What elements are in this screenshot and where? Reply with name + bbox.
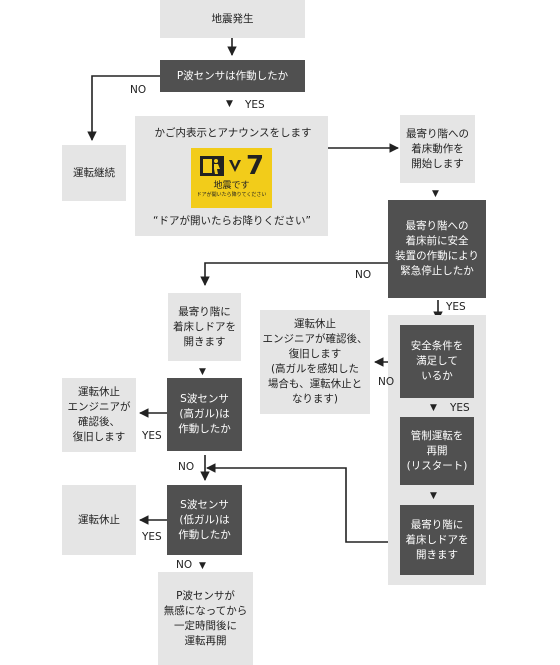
s-wave-low-no-label: NO	[176, 559, 193, 571]
safety-yes-label: YES	[450, 402, 470, 414]
resume-after-delay-box: P波センサが 無感になってから 一定時間後に 運転再開	[158, 572, 253, 665]
restart-down-arrow-icon: ▼	[430, 491, 437, 501]
p-wave-down-arrow-icon: ▼	[226, 99, 233, 109]
landing-down-arrow-icon: ▼	[432, 189, 439, 199]
emergency-exit-icon	[199, 156, 224, 176]
down-arrow-icon	[228, 160, 241, 172]
s-wave-low-box: S波センサ (低ガル)は 作動したか	[167, 485, 242, 555]
control-restart-box: 管制運転を 再開 (リスタート)	[400, 417, 474, 485]
operation-continue-box: 運転継続	[62, 145, 126, 201]
engineer-restore-box: 運転休止 エンジニアが 確認後、 復旧します	[62, 378, 136, 452]
s-wave-high-no-label: NO	[178, 461, 195, 473]
s-wave-low-down-arrow-icon: ▼	[199, 561, 206, 571]
emergency-no-label: NO	[355, 269, 372, 281]
open-door-down-arrow-icon: ▼	[199, 367, 206, 377]
open-door-nearest-floor-box: 最寄り階に 着床しドアを 開きます	[168, 293, 241, 361]
elevator-display-panel: 7 地震です ドアが開いたら降りてください	[191, 148, 272, 208]
floor-number: 7	[245, 151, 265, 181]
safety-down-arrow-icon: ▼	[430, 403, 437, 413]
start-nearest-landing-box: 最寄り階への 着床動作を 開始します	[400, 115, 475, 183]
display-line1: 地震です	[213, 181, 250, 191]
open-door-after-restart-box: 最寄り階に 着床しドアを 開きます	[400, 505, 474, 575]
s-wave-low-yes-label: YES	[142, 531, 162, 543]
in-car-display-text: かご内表示とアナウンスをします	[154, 127, 312, 139]
s-wave-high-yes-label: YES	[142, 430, 162, 442]
p-wave-yes-label: YES	[245, 99, 265, 111]
p-wave-no-label: NO	[130, 84, 147, 96]
announcement-text: “ドアが開いたらお降りください”	[153, 215, 311, 227]
emergency-stop-check-box: 最寄り階への 着床前に安全 装置の作動により 緊急停止したか	[388, 200, 486, 298]
p-wave-sensor-box: P波センサは作動したか	[160, 60, 305, 92]
s-wave-high-box: S波センサ (高ガル)は 作動したか	[167, 378, 242, 451]
start-box: 地震発生	[160, 0, 305, 38]
engineer-restore-stop-box: 運転休止 エンジニアが確認後、 復旧します (高ガルを感知した 場合も、運転休止…	[260, 310, 370, 414]
emergency-yes-label: YES	[446, 301, 466, 313]
operation-stop-box: 運転休止	[62, 485, 136, 555]
safety-conditions-box: 安全条件を 満足して いるか	[400, 325, 474, 398]
safety-no-label: NO	[378, 376, 395, 388]
display-line2: ドアが開いたら降りてください	[196, 192, 267, 198]
